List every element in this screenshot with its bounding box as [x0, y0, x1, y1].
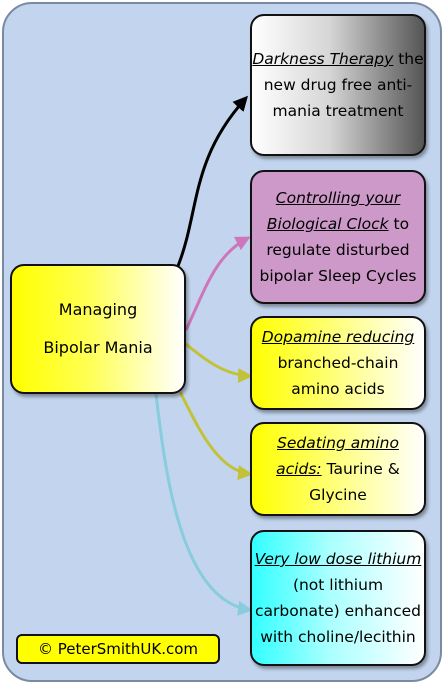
center-line-2: Bipolar Mania: [43, 338, 153, 357]
node-text: to regulate disturbed bipolar Sleep Cycl…: [259, 215, 417, 285]
node-dopamine-reducing: Dopamine reducing branched-chain amino a…: [250, 316, 426, 410]
arrow-biological-clock: [184, 236, 251, 331]
node-emphasis: Dopamine reducing: [261, 328, 415, 346]
copyright-badge: © PeterSmithUK.com: [16, 634, 220, 664]
node-text: Taurine & Glycine: [309, 460, 400, 504]
node-darkness-therapy: Darkness Therapy the new drug free anti-…: [250, 14, 426, 156]
node-text: branched-chain amino acids: [277, 354, 399, 398]
node-emphasis: Controlling your Biological Clock: [266, 189, 401, 233]
node-emphasis: Darkness Therapy: [252, 50, 394, 68]
arrow-sedating: [178, 391, 253, 481]
node-text: the new drug free anti-mania treatment: [263, 50, 424, 120]
node-emphasis: Very low dose lithium: [254, 550, 422, 568]
arrow-lithium: [154, 393, 253, 616]
node-biological-clock: Controlling your Biological Clock to reg…: [250, 170, 426, 304]
arrow-darkness-therapy: [176, 95, 249, 267]
node-emphasis: Sedating amino acids:: [276, 434, 399, 478]
node-sedating-amino-acids: Sedating amino acids: Taurine & Glycine: [250, 422, 426, 516]
central-node-managing-bipolar-mania: Managing Bipolar Mania: [10, 264, 186, 394]
node-low-dose-lithium: Very low dose lithium (not lithium carbo…: [250, 530, 426, 666]
arrow-dopamine: [185, 342, 253, 384]
node-text: (not lithium carbonate) enhanced with ch…: [254, 576, 422, 646]
center-line-1: Managing: [58, 300, 138, 319]
